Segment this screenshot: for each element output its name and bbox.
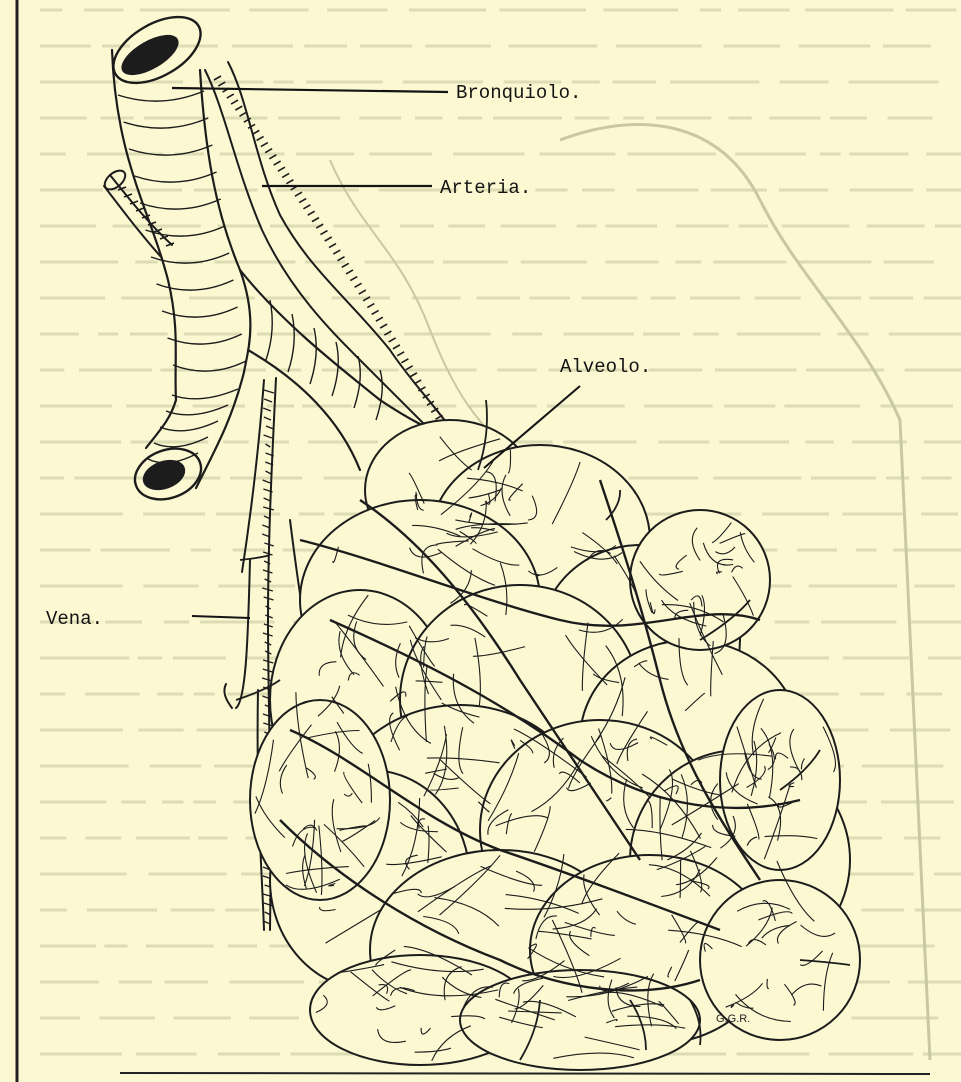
alveolus-label: Alveolo.: [560, 356, 651, 378]
bronchiole-label: Bronquiolo.: [456, 82, 581, 104]
bottom-border-line: [120, 1073, 930, 1074]
alveoli-cluster: [236, 400, 860, 1070]
artery-label: Arteria.: [440, 177, 531, 199]
artist-signature: G.G.R.: [716, 1013, 750, 1025]
vein-label: Vena.: [46, 608, 103, 630]
vein-leader-line: [192, 616, 250, 618]
